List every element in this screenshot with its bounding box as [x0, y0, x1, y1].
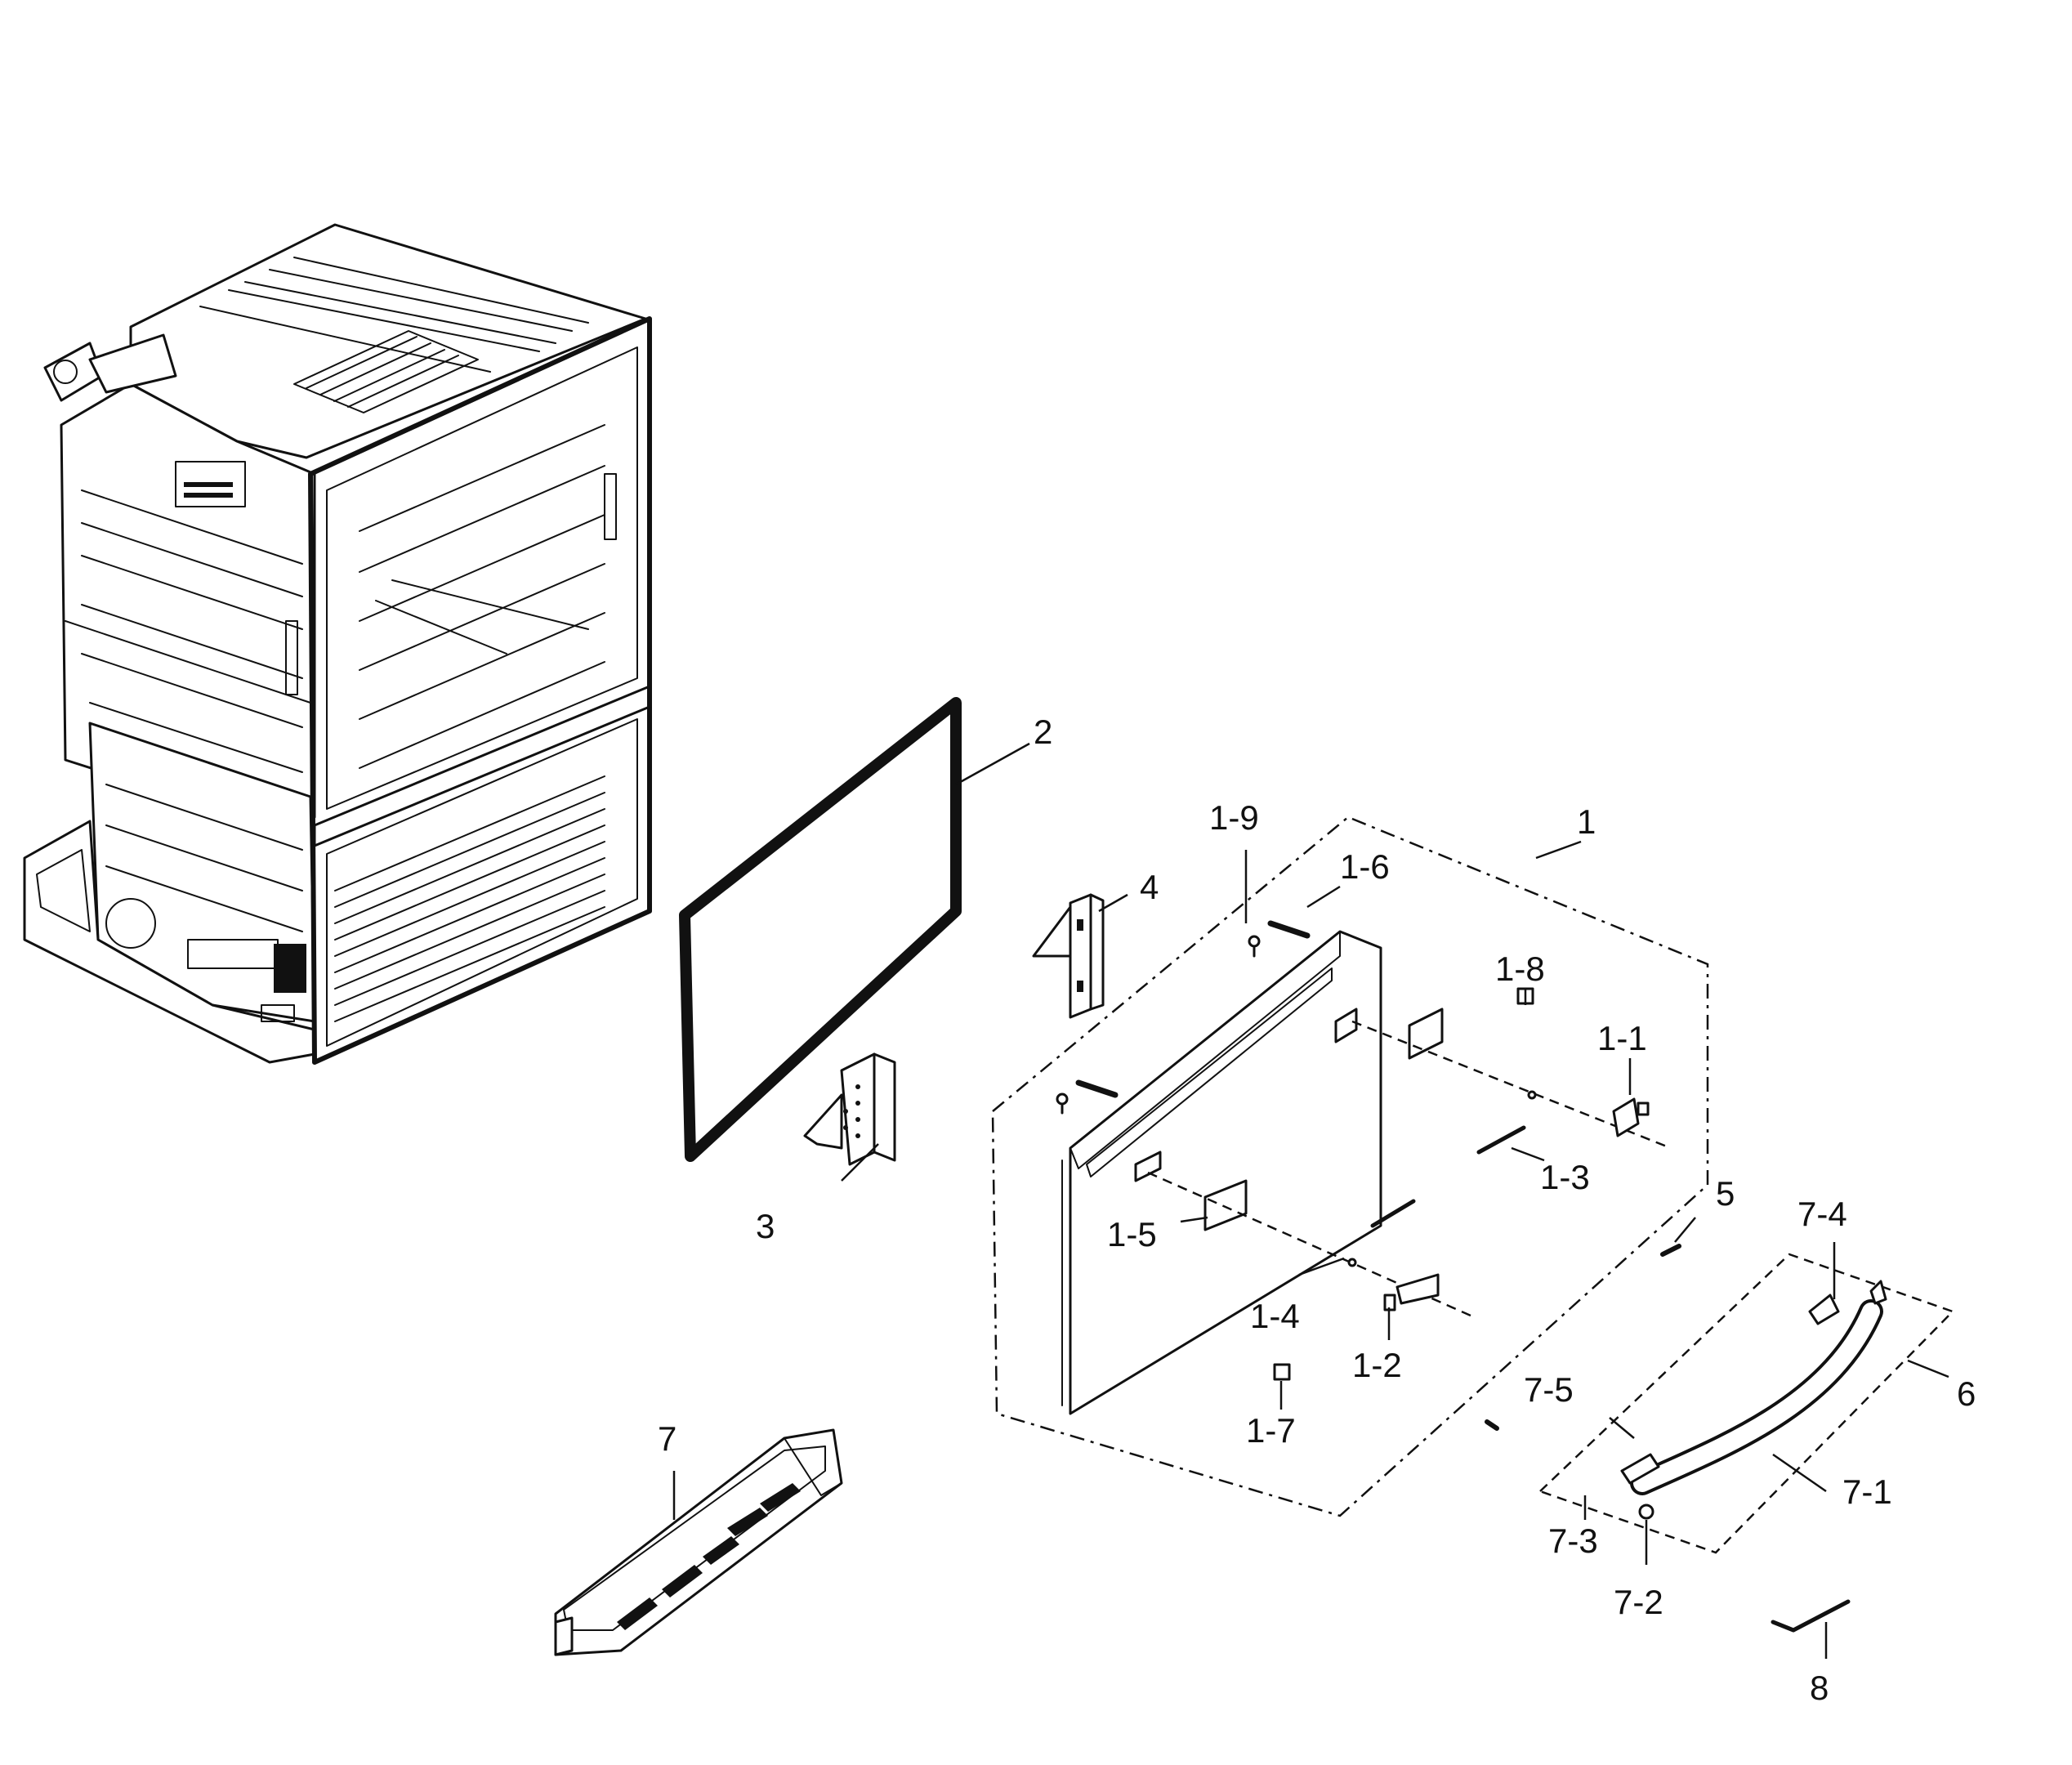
callout-1-8: 1-8	[1495, 950, 1545, 988]
callout-2: 2	[1034, 713, 1052, 751]
leader-lines	[672, 742, 1949, 1659]
callout-1-6: 1-6	[1340, 847, 1390, 886]
callout-4: 4	[1140, 868, 1159, 906]
callout-1-1: 1-1	[1597, 1019, 1647, 1057]
screw-5	[1660, 1244, 1681, 1257]
callout-1-2: 1-2	[1352, 1346, 1402, 1384]
callout-6: 7	[658, 1419, 677, 1458]
door-assembly	[991, 815, 1709, 1517]
wrench-8	[1771, 1599, 1851, 1633]
callout-7-5: 7-5	[1524, 1370, 1574, 1409]
callout-1-7: 1-7	[1246, 1411, 1296, 1450]
drawer-basket	[554, 1428, 843, 1656]
callout-1-4: 1-4	[1250, 1297, 1300, 1335]
callout-7-3: 7-3	[1548, 1521, 1598, 1560]
door-gasket	[679, 697, 962, 1162]
callout-7: 6	[1957, 1374, 1976, 1413]
callout-labels: 2 1 1-9 1-6 4 1-8 1-1 1-3 3 1-5 5 7-4 1-…	[658, 713, 1976, 1707]
callout-1-5: 1-5	[1107, 1215, 1157, 1253]
callout-7-1: 7-1	[1842, 1472, 1892, 1511]
lower-hinge-bracket	[803, 1052, 896, 1166]
callout-5: 5	[1716, 1174, 1735, 1213]
callout-1: 1	[1577, 802, 1596, 841]
callout-1-9: 1-9	[1209, 798, 1259, 837]
callout-7-2: 7-2	[1614, 1583, 1663, 1621]
callout-3: 3	[756, 1207, 775, 1245]
callout-1-3: 1-3	[1540, 1158, 1590, 1196]
callout-7-4: 7-4	[1797, 1195, 1847, 1233]
callout-8: 8	[1810, 1669, 1829, 1707]
upper-hinge-bracket	[1032, 893, 1105, 1019]
door-handle-assembly	[1485, 1253, 1955, 1554]
refrigerator-cabinet	[23, 223, 652, 1065]
